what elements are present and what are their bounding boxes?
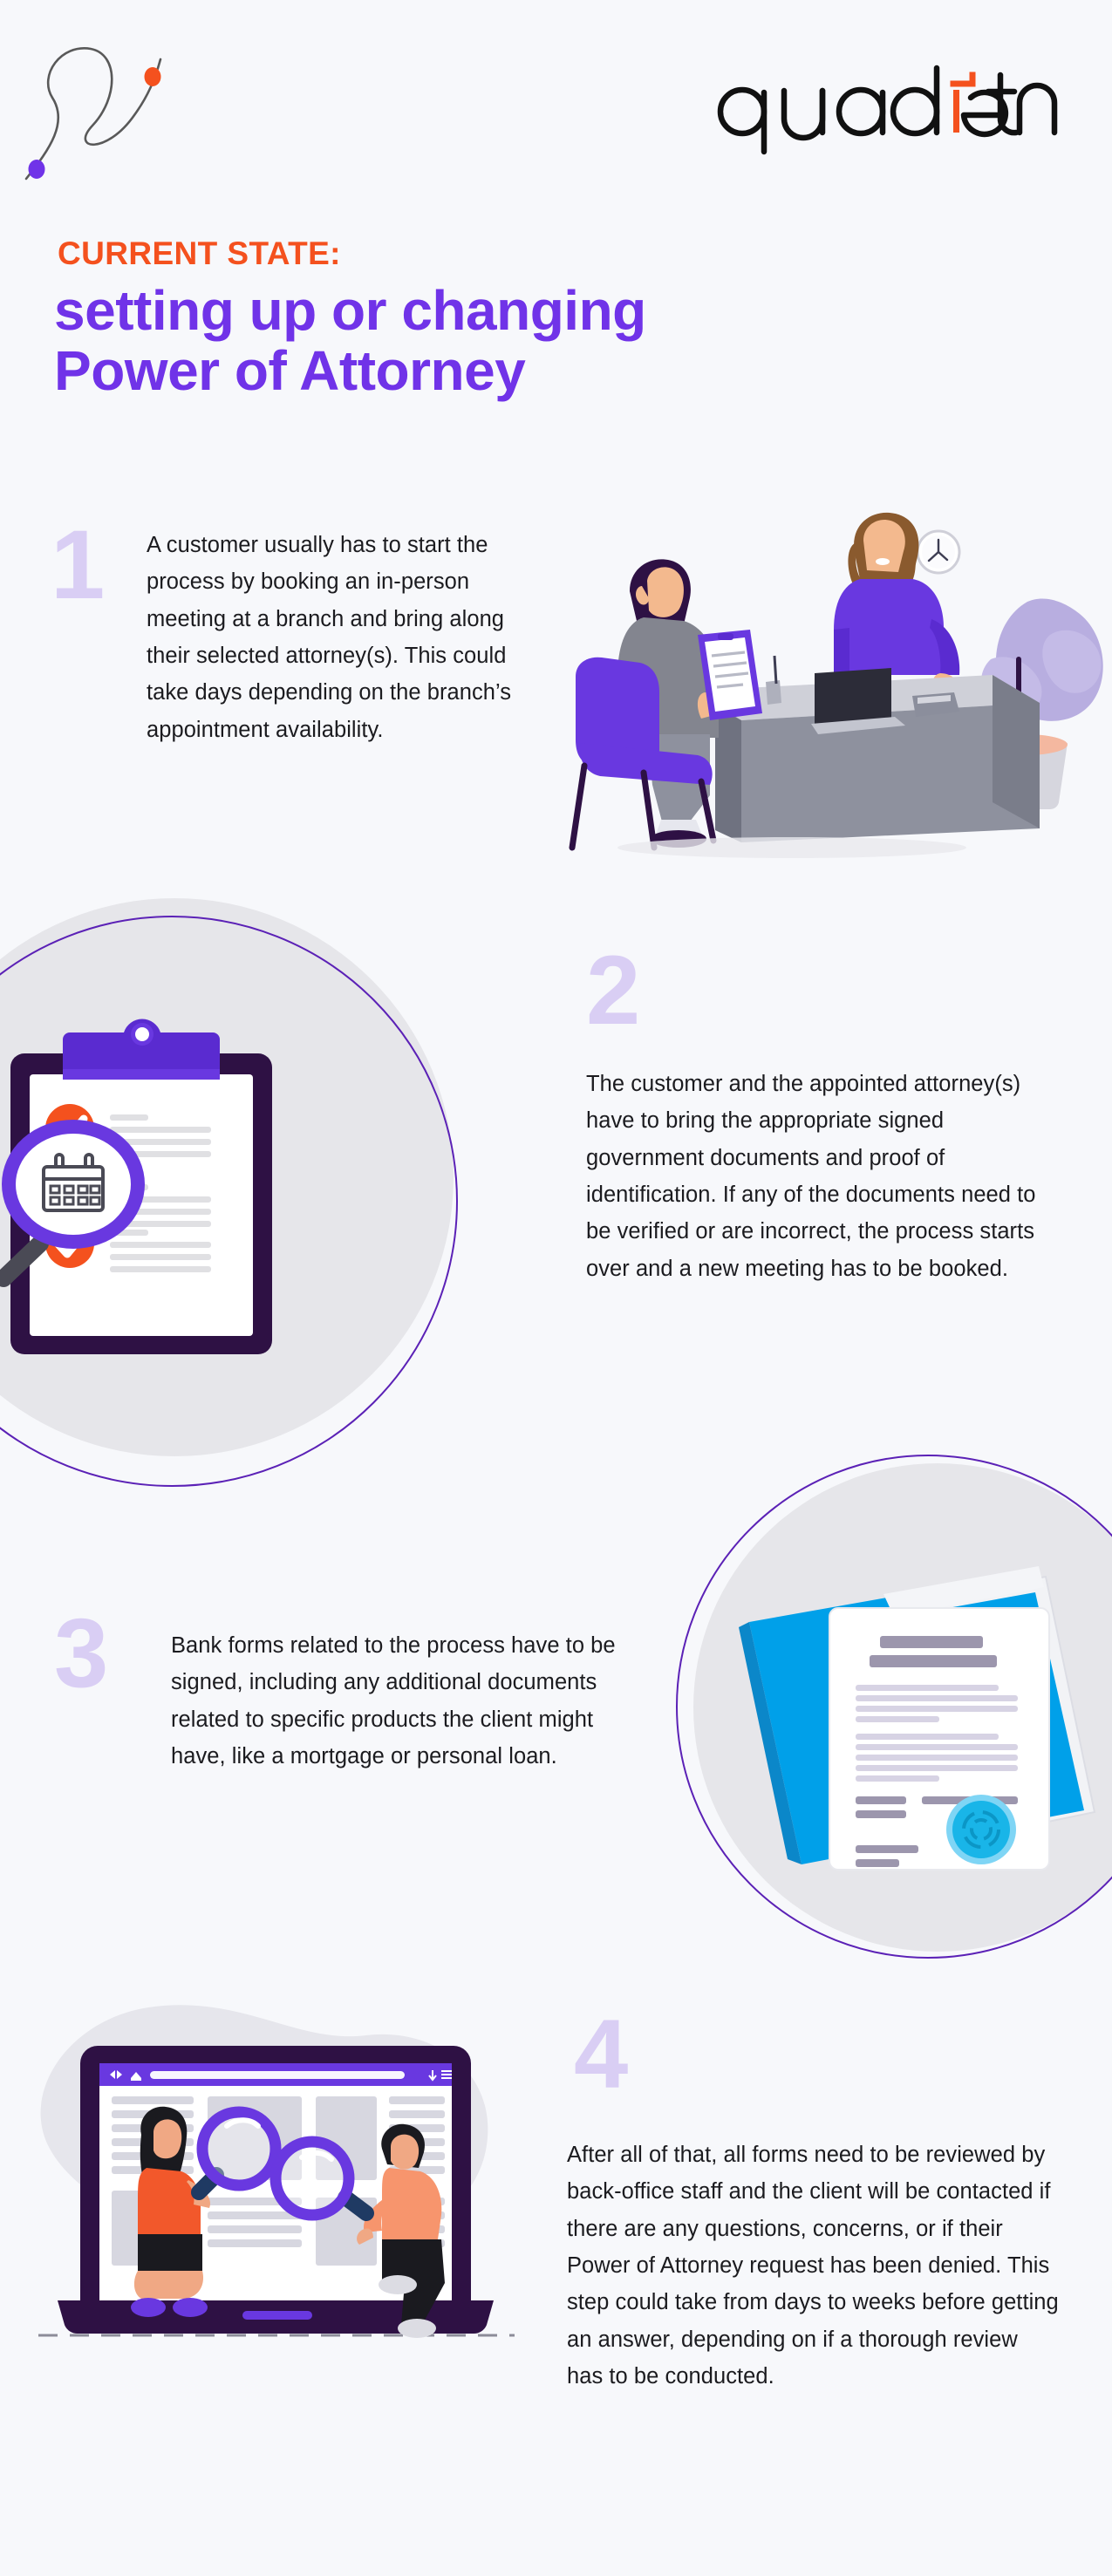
branch-meeting-illustration <box>556 488 1112 863</box>
desk-laptop <box>811 668 905 734</box>
step-text-4: After all of that, all forms need to be … <box>567 2143 1059 2389</box>
step-text-3: Bank forms related to the process have t… <box>171 1633 616 1768</box>
quadient-logo <box>713 63 1061 159</box>
squiggle-orange-dot <box>144 67 161 86</box>
held-clipboard <box>698 630 762 720</box>
page-title-line2: Power of Attorney <box>54 339 526 403</box>
page-title: setting up or changing Power of Attorney <box>54 279 1040 403</box>
page-title-line1: setting up or changing <box>54 279 646 342</box>
signed-documents-illustration <box>728 1524 1112 1908</box>
document-seal-icon <box>946 1795 1016 1864</box>
step-number-2: 2 <box>586 936 641 1045</box>
reviewer-figure-left <box>131 2106 282 2317</box>
step-number-4: 4 <box>574 2000 629 2109</box>
desk-pen-holder <box>766 655 781 705</box>
step-text-1: A customer usually has to start the proc… <box>147 533 512 742</box>
step-number-3: 3 <box>54 1598 109 1707</box>
step-3-circle-graphic <box>676 1455 1112 1995</box>
magnifier-calendar-icon <box>0 1120 145 1287</box>
squiggle-purple-dot <box>28 160 45 179</box>
squiggle-decoration <box>16 17 190 192</box>
step-number-1: 1 <box>51 510 106 619</box>
card-reader <box>912 692 959 717</box>
laptop-review-illustration <box>9 1980 541 2346</box>
reviewer-figure-right <box>269 2123 445 2338</box>
magnifier-icon-right <box>269 2136 374 2221</box>
bank-clerk-figure <box>834 512 961 698</box>
clipboard-checklist-illustration <box>0 1019 290 1369</box>
step-text-2: The customer and the appointed attorney(… <box>586 1072 1036 1281</box>
magnifier-icon-left <box>191 2106 282 2200</box>
step-2-circle-graphic <box>0 889 497 1500</box>
reception-desk <box>696 675 1040 842</box>
signed-document <box>829 1607 1050 1871</box>
eyebrow-label: CURRENT STATE: <box>58 235 341 271</box>
office-chair <box>569 657 717 851</box>
